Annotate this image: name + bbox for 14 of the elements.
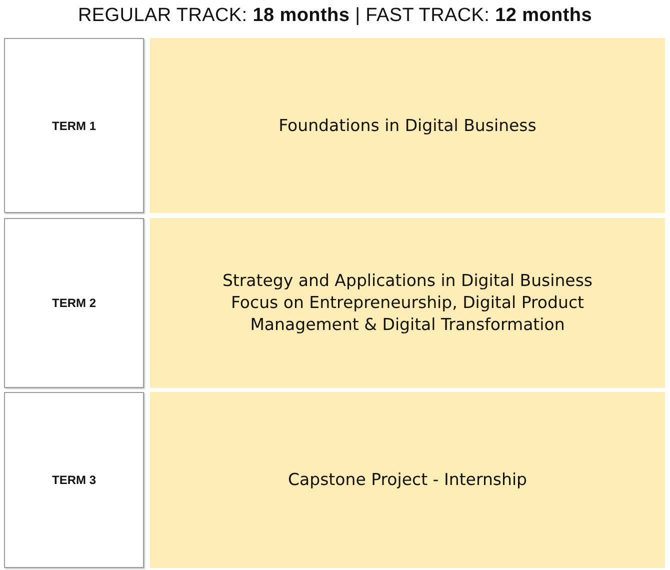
course-panel: [150, 218, 665, 388]
term-label: TERM 2: [52, 296, 96, 310]
term-panel: [4, 218, 144, 388]
term-panel: [4, 392, 144, 568]
term-label: TERM 3: [52, 473, 96, 487]
course-description: Focus on Entrepreneurship, Digital Product Management & Digital Transformation: [230, 292, 585, 336]
term-label: TERM 1: [52, 118, 96, 132]
course-panel: [150, 38, 665, 213]
course-title: Foundations in Digital Business: [278, 114, 536, 136]
course-panel: [150, 392, 665, 568]
course-title: Strategy and Applications in Digital Business: [222, 270, 593, 292]
term-panel: [4, 38, 144, 213]
heading: REGULAR TRACK: 18 months | FAST TRACK: 12 months: [77, 5, 593, 27]
course-title: Capstone Project - Internship: [288, 469, 528, 491]
